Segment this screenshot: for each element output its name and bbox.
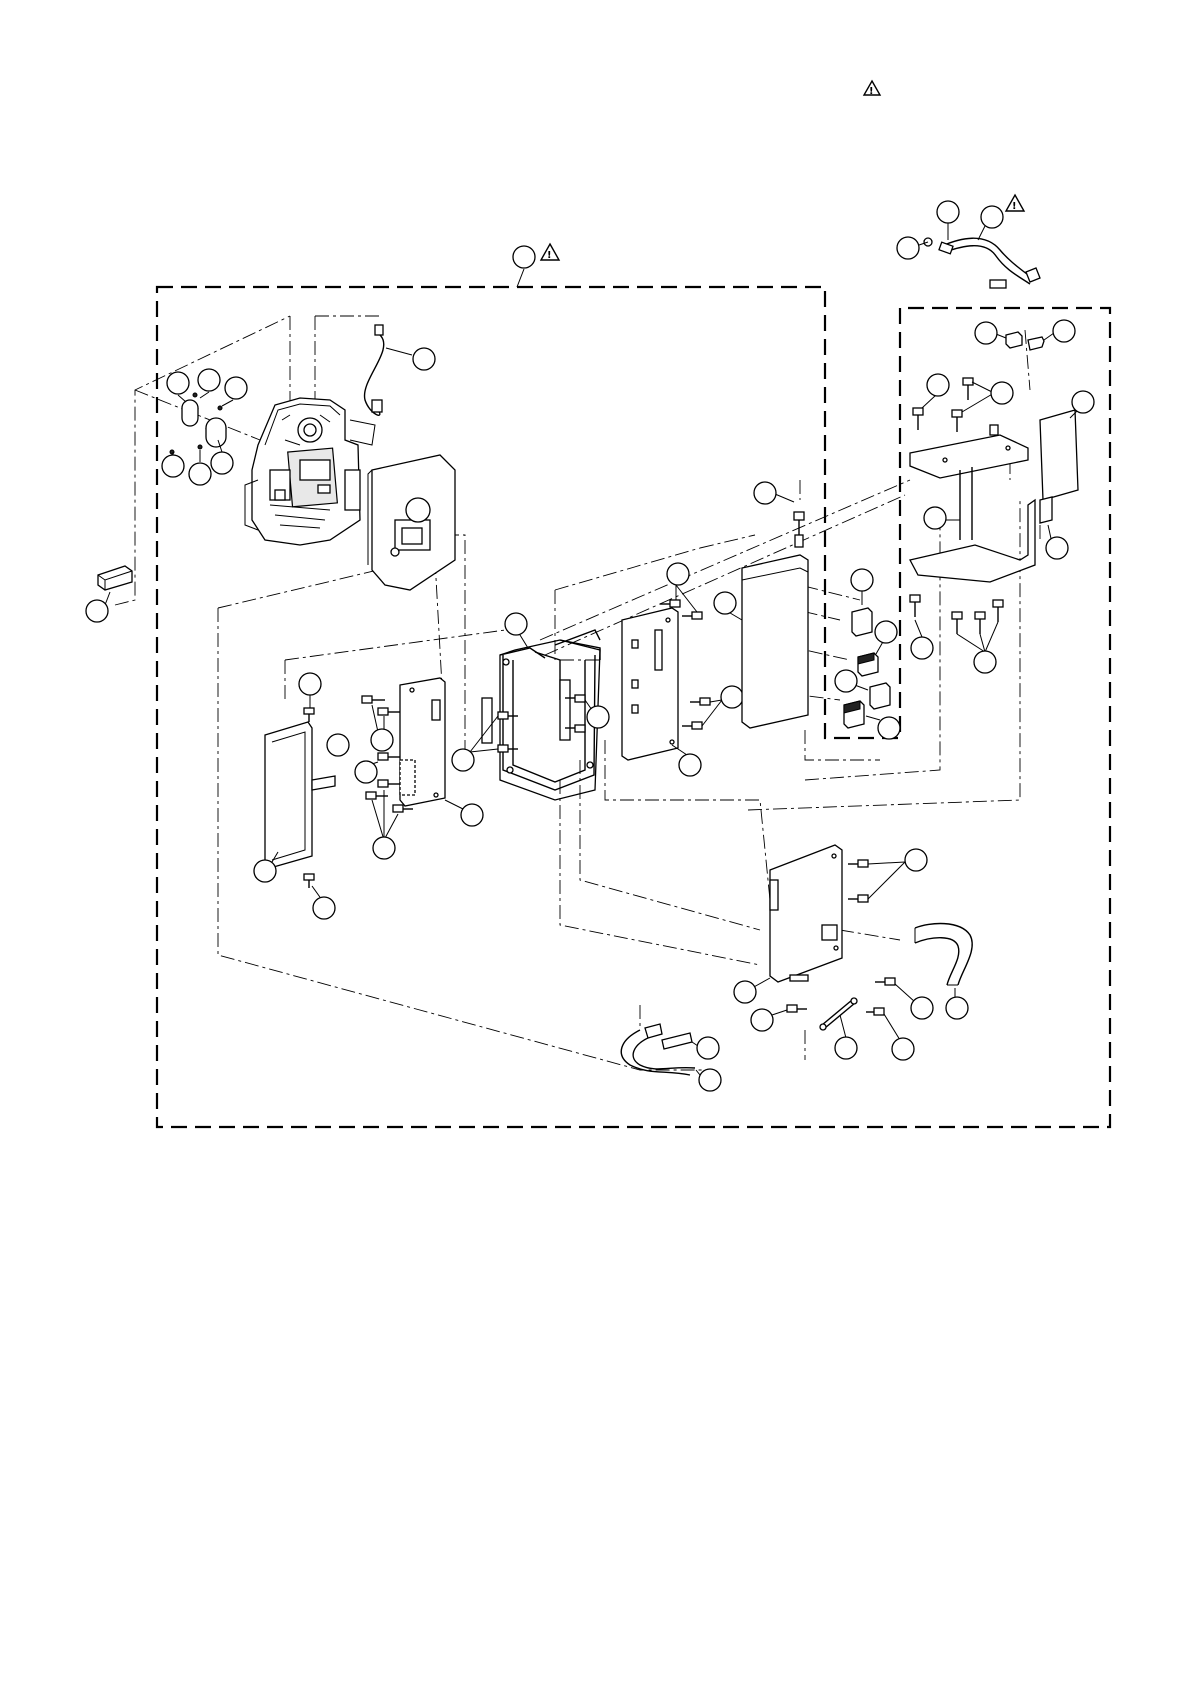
- svg-text:!: !: [547, 250, 552, 261]
- upper-wire-lead: [365, 325, 384, 415]
- left-board-callout-d: [445, 800, 483, 826]
- right-callout-clip-right: [1044, 320, 1075, 342]
- middle-board-callout-right: [702, 686, 743, 726]
- central-frame-screws: [498, 695, 585, 752]
- svg-text:!: !: [1012, 201, 1017, 212]
- right-callout-sheet: [1070, 391, 1094, 418]
- main-assembly-callout: [513, 246, 535, 287]
- drive-mechanism: [245, 398, 375, 545]
- gear-assembly: [170, 393, 226, 454]
- lower-board-callout-screw-bottom-right: [884, 1014, 914, 1060]
- bottom-flex-cable: [621, 1024, 695, 1075]
- assembly-guide-lines: [115, 316, 1040, 1070]
- chip-callout-1: [851, 569, 873, 605]
- right-callout-clip-left: [975, 322, 1006, 344]
- right-callout-sheet-small: [1046, 525, 1068, 559]
- lower-board-callout-screw-bottom-left: [751, 1009, 787, 1031]
- header-caution-triangle-icon: !: [864, 81, 880, 97]
- lower-board-callout-screw-right: [895, 984, 933, 1019]
- tall-board-callout-left: [714, 592, 742, 620]
- chip-callout-4: [866, 716, 900, 739]
- middle-circuit-board: [622, 608, 678, 760]
- right-flex-cable: [915, 924, 972, 985]
- shield-callout-bottom: [312, 886, 335, 919]
- right-flex-callout: [946, 988, 968, 1019]
- left-connector-callout: [86, 592, 110, 622]
- harness-callout-c: [978, 206, 1003, 240]
- shield-callout-top: [299, 673, 321, 710]
- left-board-callout-b: [355, 761, 378, 783]
- right-callout-screw-c: [911, 620, 933, 659]
- central-frame-callout: [505, 613, 528, 648]
- right-callout-screw-a: [922, 374, 949, 408]
- rod-callout: [835, 1015, 857, 1059]
- lower-circuit-board: [770, 845, 842, 982]
- bottom-flex-callout-bottom: [696, 1069, 721, 1091]
- rear-panel: [368, 455, 455, 590]
- svg-text:!: !: [869, 86, 874, 97]
- right-bracket-screws-bottom: [910, 595, 1003, 634]
- left-board-callout-c: [372, 790, 398, 859]
- harness-callout-b: [937, 201, 959, 240]
- right-bracket-sheet: [1040, 410, 1078, 523]
- left-shield-bracket: [265, 722, 335, 868]
- tall-vertical-board: [742, 512, 808, 728]
- lower-board-callout-left: [734, 978, 770, 1003]
- wire-harness-top-right: [924, 238, 1040, 288]
- gear-callout-1: [167, 372, 189, 402]
- right-callout-screw-b: [962, 382, 1013, 412]
- left-connector-block: [98, 566, 132, 590]
- gear-callout-4: [162, 452, 184, 477]
- right-bracket: [910, 425, 1035, 582]
- lower-board-callout-screws: [868, 849, 927, 899]
- chip-callout-2: [875, 621, 897, 654]
- gear-callout-5: [189, 450, 211, 485]
- tall-board-callout-top: [754, 482, 794, 504]
- gear-callout-2: [198, 369, 220, 398]
- right-callout-screw-d: [957, 622, 998, 673]
- harness-caution-triangle-icon: !: [1006, 195, 1024, 212]
- rod-pin: [820, 998, 857, 1030]
- gear-callout-3: [222, 377, 247, 406]
- right-callout-bracket: [924, 507, 960, 529]
- bottom-flex-callout-top: [692, 1037, 719, 1059]
- central-frame-callout-right: [585, 700, 609, 728]
- left-circuit-board: [400, 678, 445, 806]
- upper-wire-callout: [386, 348, 435, 370]
- main-assembly-caution-triangle-icon: !: [541, 244, 559, 261]
- harness-callout-a: [897, 237, 928, 259]
- middle-board-callout-bottom: [672, 745, 701, 776]
- shield-callout-small: [327, 734, 349, 756]
